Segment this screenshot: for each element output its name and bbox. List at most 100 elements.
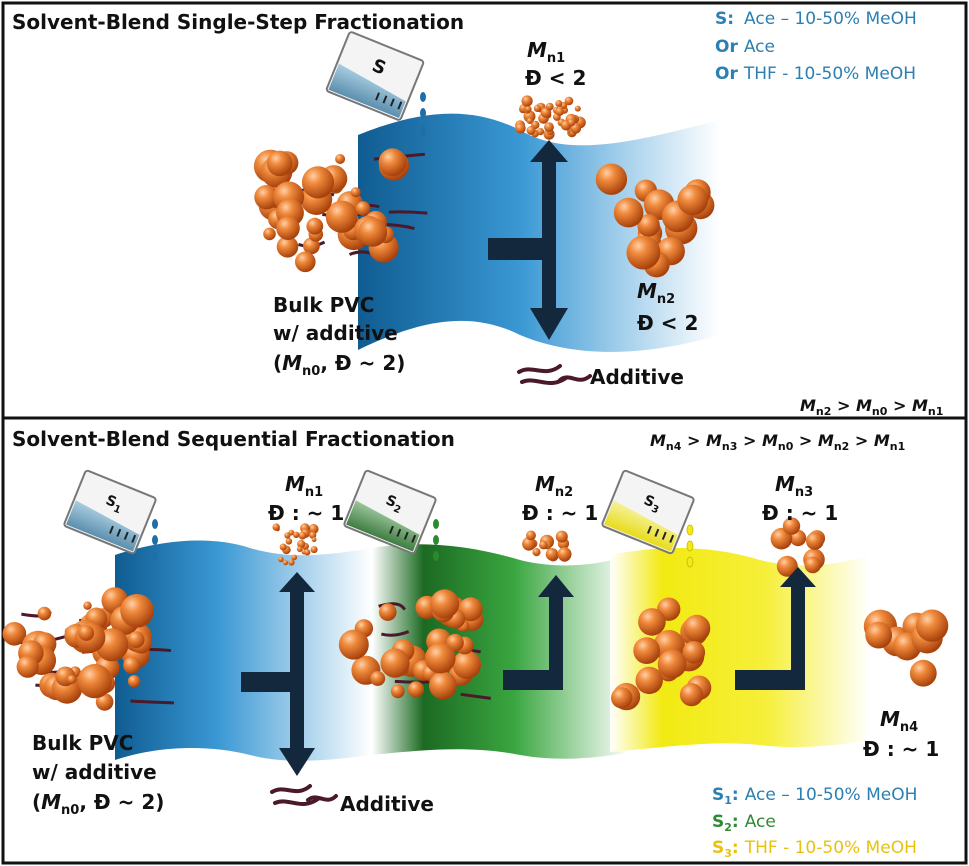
particle — [532, 548, 541, 557]
ineq-operator: > — [887, 396, 912, 415]
particle — [335, 154, 346, 164]
top-product-mn1-particles — [515, 95, 586, 140]
bottom-legend-row-3: S3:THF - 10-50% MeOH — [712, 838, 917, 860]
top-bulk-line2: w/ additive — [273, 321, 398, 345]
particle — [526, 117, 533, 124]
ineq-symbol: M — [856, 396, 872, 415]
top-solvent-ribbon — [358, 113, 720, 352]
particle — [311, 537, 317, 543]
ineq-symbol: M — [874, 431, 890, 450]
droplets-s3 — [686, 524, 694, 568]
particle — [564, 96, 574, 106]
particle — [626, 235, 661, 270]
ineq-operator: > — [681, 431, 706, 450]
product-mn4: Mn4 Đ : ~ 1 — [863, 707, 939, 761]
ineq-symbol: M — [800, 396, 816, 415]
particle — [304, 549, 311, 556]
particle — [306, 217, 324, 235]
particle — [429, 671, 457, 700]
particle — [637, 214, 660, 237]
top-legend-row-1: S:Ace – 10-50% MeOH — [715, 9, 917, 29]
particle — [679, 683, 704, 707]
ineq-symbol: M — [706, 431, 722, 450]
particle — [283, 560, 289, 566]
particle — [521, 95, 533, 107]
particle — [278, 556, 284, 563]
particle — [380, 648, 410, 678]
particle — [309, 531, 317, 539]
particle — [296, 546, 303, 552]
top-beaker: S — [325, 31, 425, 121]
particle — [425, 642, 456, 674]
particle — [338, 629, 369, 660]
product-mn1-label: Mn1 — [285, 472, 323, 500]
particle — [325, 200, 358, 233]
ineq-subscript: n2 — [816, 405, 832, 418]
ineq-subscript: n3 — [722, 440, 738, 453]
particle — [310, 546, 318, 554]
product-mn4-label: Mn4 — [880, 707, 918, 735]
particle — [37, 606, 52, 621]
top-product-mn2-dispersity: Đ < 2 — [637, 311, 698, 335]
ineq-subscript: n0 — [872, 405, 888, 418]
particle — [806, 532, 824, 550]
bottom-panel-frame — [1, 416, 968, 865]
particle — [567, 118, 576, 127]
droplets-s1 — [152, 519, 158, 561]
particle — [303, 237, 320, 255]
bottom-additive-strands — [270, 784, 338, 806]
particle — [78, 625, 95, 641]
arrows-stage1 — [241, 572, 315, 776]
arrows-stage3 — [735, 567, 816, 690]
bottom-bulk-line2: w/ additive — [32, 760, 157, 784]
top-product-mn2-particles — [595, 163, 715, 278]
particle — [279, 543, 287, 551]
particle — [120, 594, 154, 628]
product-mn3-dispersity: Đ : ~ 1 — [762, 501, 838, 525]
particle — [533, 104, 542, 112]
bottom-legend-row-1: S1:Ace – 10-50% MeOH — [712, 785, 917, 807]
particle — [77, 663, 113, 699]
particle — [293, 531, 300, 538]
beaker-s3-label: S3 — [640, 492, 663, 516]
particle — [657, 649, 687, 679]
product-mn2-label: Mn2 — [535, 472, 573, 500]
top-inequality: Mn2 > Mn0 > Mn1 — [800, 396, 943, 418]
particle — [390, 684, 405, 699]
particle — [555, 530, 568, 543]
ineq-symbol: M — [762, 431, 778, 450]
product-mn2-particles — [522, 530, 572, 562]
stage2-particles — [338, 589, 492, 700]
bottom-bulk-line3: (Mn0, Đ ~ 2) — [32, 790, 164, 818]
top-arrows — [488, 140, 568, 340]
particle — [308, 524, 319, 534]
particle — [522, 537, 536, 551]
ineq-operator: > — [737, 431, 762, 450]
particle — [677, 184, 708, 216]
particle — [291, 554, 298, 561]
particle — [555, 107, 564, 116]
top-bulk-line3: (Mn0, Đ ~ 2) — [273, 351, 405, 379]
product-mn4-particles — [863, 609, 949, 687]
product-mn1-particles — [272, 523, 319, 566]
particle — [555, 100, 563, 107]
particle — [915, 609, 949, 642]
particle — [515, 122, 526, 134]
arrows-stage2 — [503, 575, 574, 690]
particle — [272, 523, 280, 531]
top-bulk-line1: Bulk PVC — [273, 293, 374, 317]
top-additive-label: Additive — [590, 365, 684, 389]
particle — [544, 122, 554, 132]
top-panel-title: Solvent-Blend Single-Step Fractionation — [12, 10, 464, 34]
particle — [295, 251, 316, 273]
beaker-s2-label: S2 — [382, 492, 405, 516]
ineq-symbol: M — [650, 431, 666, 450]
particle — [458, 597, 483, 622]
particle — [276, 216, 300, 240]
particle — [95, 693, 114, 711]
product-mn1-dispersity: Đ : ~ 1 — [268, 501, 344, 525]
additive-strand — [130, 699, 174, 705]
top-droplets — [420, 92, 426, 136]
ineq-operator: > — [831, 396, 856, 415]
beaker-s1: S1 — [63, 469, 157, 555]
